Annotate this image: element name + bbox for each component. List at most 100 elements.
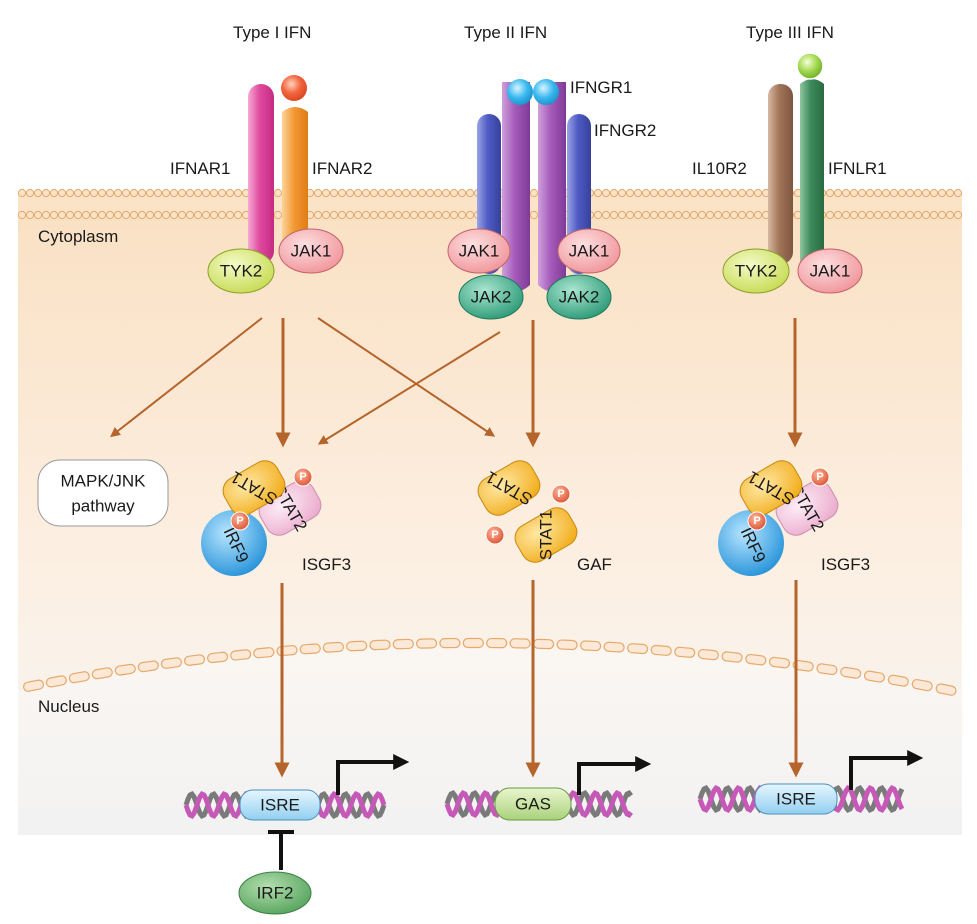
lipid-head-outer bbox=[209, 188, 219, 198]
lipid-head-inner bbox=[209, 210, 219, 220]
jak1-kinase-type3 bbox=[797, 248, 863, 294]
lipid-head-inner bbox=[329, 210, 339, 220]
stat1-protein bbox=[222, 460, 286, 516]
lipid-head-inner bbox=[921, 210, 931, 220]
type-iii-receptor: IL10R2 IFNLR1 TYK2 JAK1 bbox=[692, 52, 887, 294]
lipid-head-outer bbox=[65, 188, 75, 198]
lipid-head-outer bbox=[73, 188, 83, 198]
lipid-head-inner bbox=[649, 210, 659, 220]
lipid-head-outer bbox=[369, 188, 379, 198]
lipid-head-inner bbox=[873, 210, 883, 220]
lipid-head-inner bbox=[905, 210, 915, 220]
lipid-head-outer bbox=[145, 188, 155, 198]
lipid-head-inner bbox=[41, 210, 51, 220]
tss-arrow-left bbox=[336, 754, 410, 795]
lipid-head-inner bbox=[457, 210, 467, 220]
lipid-head-outer bbox=[913, 188, 923, 198]
lipid-head-outer bbox=[905, 188, 915, 198]
nuclear-pore-segment bbox=[840, 666, 862, 679]
phospho-stat1-label: P bbox=[236, 515, 243, 527]
nuclear-pore-segment bbox=[299, 643, 321, 655]
lipid-head-inner bbox=[337, 210, 347, 220]
lipid-head-inner bbox=[65, 210, 75, 220]
lipid-head-outer bbox=[713, 188, 723, 198]
lipid-head-inner bbox=[609, 210, 619, 220]
lipid-head-outer bbox=[601, 188, 611, 198]
isgf3-complex-right: IRF9 STAT2 STAT1 P P ISGF3 bbox=[718, 460, 870, 576]
lipid-head-outer bbox=[593, 188, 603, 198]
lipid-head-inner bbox=[441, 210, 451, 220]
ifnar1-label: IFNAR1 bbox=[170, 159, 230, 178]
ifngr1-chain-left bbox=[502, 82, 530, 292]
gas-element: GAS bbox=[494, 787, 572, 821]
lipid-head-outer bbox=[857, 188, 867, 198]
stat1-protein-bottom bbox=[514, 507, 578, 563]
lipid-head-outer bbox=[689, 188, 699, 198]
irf2-repressor: IRF2 bbox=[238, 830, 312, 915]
nuclear-pore-segment bbox=[230, 649, 252, 661]
lipid-head-outer bbox=[81, 188, 91, 198]
lipid-head-inner bbox=[401, 210, 411, 220]
lipid-head-inner bbox=[937, 210, 947, 220]
jak1-label: JAK1 bbox=[291, 242, 332, 261]
lipid-head-outer bbox=[633, 188, 643, 198]
nuclear-pore-segment bbox=[322, 641, 344, 653]
lipid-head-inner bbox=[753, 210, 763, 220]
lipid-head-outer bbox=[41, 188, 51, 198]
lipid-head-inner bbox=[393, 210, 403, 220]
lipid-head-outer bbox=[425, 188, 435, 198]
mapk-jnk-pathway-box: MAPK/JNK pathway bbox=[37, 459, 169, 527]
lipid-head-outer bbox=[697, 188, 707, 198]
nuclear-pore-segment bbox=[183, 654, 206, 666]
jak1-kinase-left bbox=[447, 228, 511, 274]
ifngr1-label: IFNGR1 bbox=[570, 78, 632, 97]
lipid-head-inner bbox=[721, 210, 731, 220]
lipid-head-outer bbox=[753, 188, 763, 198]
lipid-head-inner bbox=[129, 210, 139, 220]
nuclear-envelope bbox=[23, 637, 957, 696]
nuclear-pore-segment bbox=[674, 646, 696, 658]
lipid-head-inner bbox=[449, 210, 459, 220]
lipid-head-outer bbox=[225, 188, 235, 198]
nuclear-pore-segment bbox=[627, 643, 649, 655]
nuclear-pore-segment bbox=[462, 637, 484, 649]
lipid-head-inner bbox=[433, 210, 443, 220]
lipid-head-outer bbox=[881, 188, 891, 198]
lipid-head-outer bbox=[345, 188, 355, 198]
lipid-head-outer bbox=[169, 188, 179, 198]
lipid-head-outer bbox=[121, 188, 131, 198]
ifnlr1-label: IFNLR1 bbox=[828, 159, 887, 178]
lipid-head-outer bbox=[57, 188, 67, 198]
lipid-head-outer bbox=[929, 188, 939, 198]
phospho-stat1 bbox=[230, 511, 250, 531]
lipid-head-outer bbox=[329, 188, 339, 198]
ifnar1-chain bbox=[248, 84, 274, 264]
irf9-protein bbox=[201, 510, 267, 576]
phospho-stat2-right bbox=[810, 467, 830, 487]
lipid-head-outer bbox=[273, 188, 283, 198]
lipid-head-inner bbox=[25, 210, 35, 220]
lipid-head-outer bbox=[825, 188, 835, 198]
isgf3-complex-left: IRF9 STAT2 STAT1 P P ISGF3 bbox=[201, 460, 351, 576]
nuclear-pore-segment bbox=[603, 641, 625, 653]
mapk-label-line1: MAPK/JNK bbox=[60, 472, 146, 491]
lipid-head-inner bbox=[185, 210, 195, 220]
lipid-head-outer bbox=[353, 188, 363, 198]
lipid-head-outer bbox=[921, 188, 931, 198]
type-iii-ifn-ligand bbox=[796, 52, 824, 80]
lipid-head-outer bbox=[33, 188, 43, 198]
jak2-label-right: JAK2 bbox=[559, 288, 600, 307]
tyk2-label-type3: TYK2 bbox=[735, 262, 778, 281]
lipid-head-outer bbox=[625, 188, 635, 198]
lipid-head-inner bbox=[233, 210, 243, 220]
nuclear-pore-segment bbox=[346, 640, 368, 652]
jak1-label-right: JAK1 bbox=[569, 242, 610, 261]
lipid-head-inner bbox=[673, 210, 683, 220]
lipid-head-inner bbox=[105, 210, 115, 220]
gaf-label: GAF bbox=[577, 555, 612, 574]
type-i-ifn-ligand bbox=[281, 75, 307, 101]
lipid-head-inner bbox=[89, 210, 99, 220]
lipid-head-outer bbox=[441, 188, 451, 198]
lipid-head-inner bbox=[705, 210, 715, 220]
lipid-head-outer bbox=[25, 188, 35, 198]
